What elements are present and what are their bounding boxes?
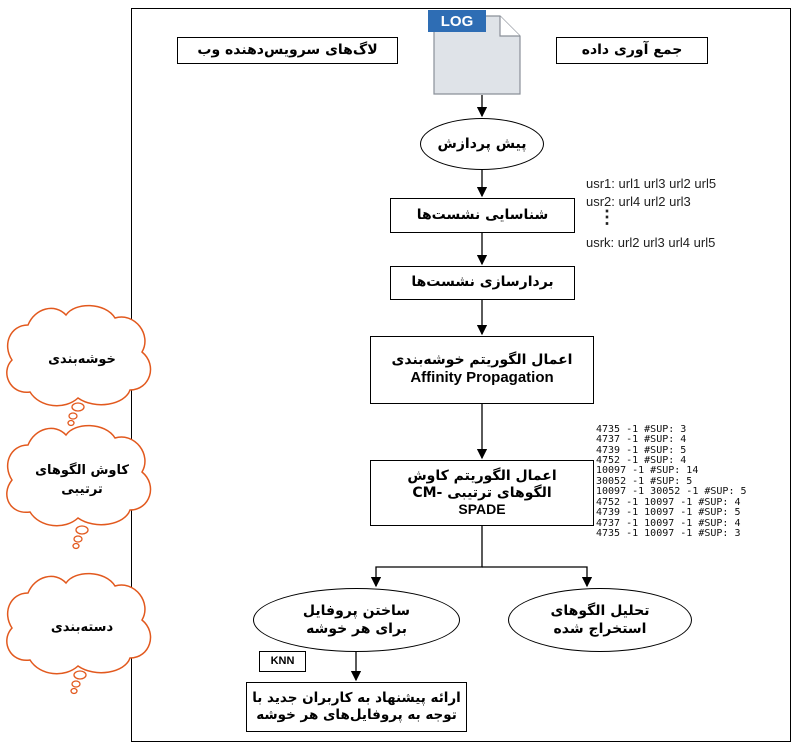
analysis-line1: تحلیل الگوهای: [550, 602, 650, 619]
log-icon-label: LOG: [440, 12, 474, 30]
affinity-propagation-box: اعمال الگوریتم خوشه‌بندی Affinity Propag…: [370, 336, 594, 404]
profile-line1: ساختن پروفایل: [302, 602, 411, 619]
session-ellipsis: ⋮: [598, 207, 616, 227]
arrow-split: [370, 526, 483, 588]
pattern-line: 4735 -1 10097 -1 #SUP: 3: [596, 528, 741, 539]
cmspade-line3: SPADE: [458, 501, 506, 518]
arrow-split-right: [482, 566, 593, 588]
log-file-icon: [428, 10, 521, 95]
data-collection-box: جمع آوری داده: [556, 37, 708, 64]
analysis-line2: استخراج شده: [553, 621, 647, 637]
cmspade-line2: الگوهای ترتیبی -CM: [412, 484, 552, 501]
profile-node: ساختن پروفایل برای هر خوشه: [253, 588, 460, 652]
pattern-line: 4737 -1 #SUP: 4: [596, 434, 687, 445]
pattern-line: 10097 -1 #SUP: 14: [596, 465, 699, 476]
vectorization-box: بردارسازی نشست‌ها: [390, 266, 575, 300]
pattern-line: 4739 -1 10097 -1 #SUP: 5: [596, 507, 741, 518]
cloud-sequential-mining-label: کاوش الگوهای ترتیبی: [22, 452, 142, 508]
pattern-line: 4752 -1 #SUP: 4: [596, 455, 687, 466]
cloud-classification-shape: [6, 572, 152, 695]
ap-title-fa: اعمال الگوریتم خوشه‌بندی: [391, 351, 573, 368]
session-line: usr2: url4 url2 url3: [586, 194, 691, 209]
web-logs-box: لاگ‌های سرویس‌دهنده وب: [177, 37, 398, 64]
cloud-seq-line1: کاوش الگوهای: [35, 462, 129, 478]
pattern-line: 4735 -1 #SUP: 3: [596, 424, 687, 435]
pattern-line: 4739 -1 #SUP: 5: [596, 445, 687, 456]
session-line: usrk: url2 url3 url4 url5: [586, 235, 716, 250]
pattern-line: 4752 -1 10097 -1 #SUP: 4: [596, 497, 741, 508]
recommendation-box: ارائه پیشنهاد به کاربران جدید با توجه به…: [246, 682, 467, 732]
recommend-line2: توجه به پروفایل‌های هر خوشه: [256, 707, 457, 723]
cloud-classification-label: دسته‌بندی: [50, 620, 114, 636]
cloud-clustering-shape: [6, 304, 152, 427]
cloud-sequential-mining-shape: [6, 424, 152, 550]
profile-line2: برای هر خوشه: [306, 621, 407, 637]
knn-box: KNN: [259, 651, 306, 672]
cloud-clustering-label: خوشه‌بندی: [48, 352, 116, 368]
cmspade-line1: اعمال الگوریتم کاوش: [407, 467, 557, 484]
cloud-seq-line2: ترتیبی: [61, 482, 103, 497]
session-line: usr1: url1 url3 url2 url5: [586, 176, 717, 191]
ap-title-en: Affinity Propagation: [410, 369, 554, 387]
session-identification-box: شناسایی نشست‌ها: [390, 198, 575, 233]
pattern-line: 4737 -1 10097 -1 #SUP: 4: [596, 518, 741, 529]
cm-spade-box: اعمال الگوریتم کاوش الگوهای ترتیبی -CM S…: [370, 460, 594, 526]
pattern-line: 10097 -1 30052 -1 #SUP: 5: [596, 486, 747, 497]
preprocess-node: پیش پردازش: [420, 118, 544, 170]
pattern-line: 30052 -1 #SUP: 5: [596, 476, 693, 487]
recommend-line1: ارائه پیشنهاد به کاربران جدید با: [252, 690, 461, 707]
pattern-analysis-node: تحلیل الگوهای استخراج شده: [508, 588, 692, 652]
